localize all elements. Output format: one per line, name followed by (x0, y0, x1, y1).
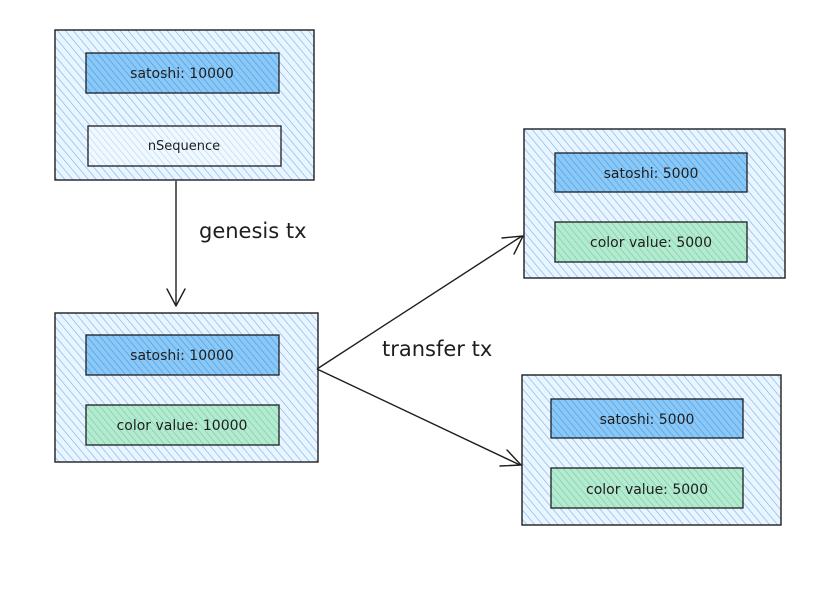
transfer-tx-arrow-top (316, 235, 524, 370)
genesis-satoshi-label: satoshi: 10000 (130, 66, 234, 82)
output-bottom-color-value-label: color value: 5000 (586, 482, 708, 498)
output-top-color-value-field: color value: 5000 (554, 221, 748, 263)
output-top-color-value-label: color value: 5000 (590, 235, 712, 251)
output-bottom-satoshi-field: satoshi: 5000 (550, 398, 744, 439)
genesis-tx-label: genesis tx (199, 219, 307, 243)
colored-satoshi-field: satoshi: 10000 (85, 334, 280, 376)
output-box-top: satoshi: 5000 color value: 5000 (523, 128, 786, 279)
colored-satoshi-label: satoshi: 10000 (130, 348, 234, 364)
transfer-tx-label: transfer tx (382, 337, 492, 361)
output-bottom-color-value-field: color value: 5000 (550, 467, 744, 509)
output-top-satoshi-label: satoshi: 5000 (604, 166, 699, 182)
output-top-satoshi-field: satoshi: 5000 (554, 152, 748, 193)
genesis-output-box: satoshi: 10000 nSequence (54, 29, 315, 181)
genesis-nsequence-label: nSequence (148, 139, 220, 154)
colored-color-value-label: color value: 10000 (117, 418, 248, 434)
colored-output-box: satoshi: 10000 color value: 10000 (54, 312, 319, 463)
genesis-tx-arrow (166, 181, 186, 307)
transfer-tx-arrow-bottom (316, 368, 522, 467)
genesis-satoshi-field: satoshi: 10000 (85, 52, 280, 94)
output-bottom-satoshi-label: satoshi: 5000 (600, 412, 695, 428)
output-box-bottom: satoshi: 5000 color value: 5000 (521, 374, 782, 526)
colored-color-value-field: color value: 10000 (85, 404, 280, 446)
genesis-nsequence-field: nSequence (87, 125, 282, 167)
